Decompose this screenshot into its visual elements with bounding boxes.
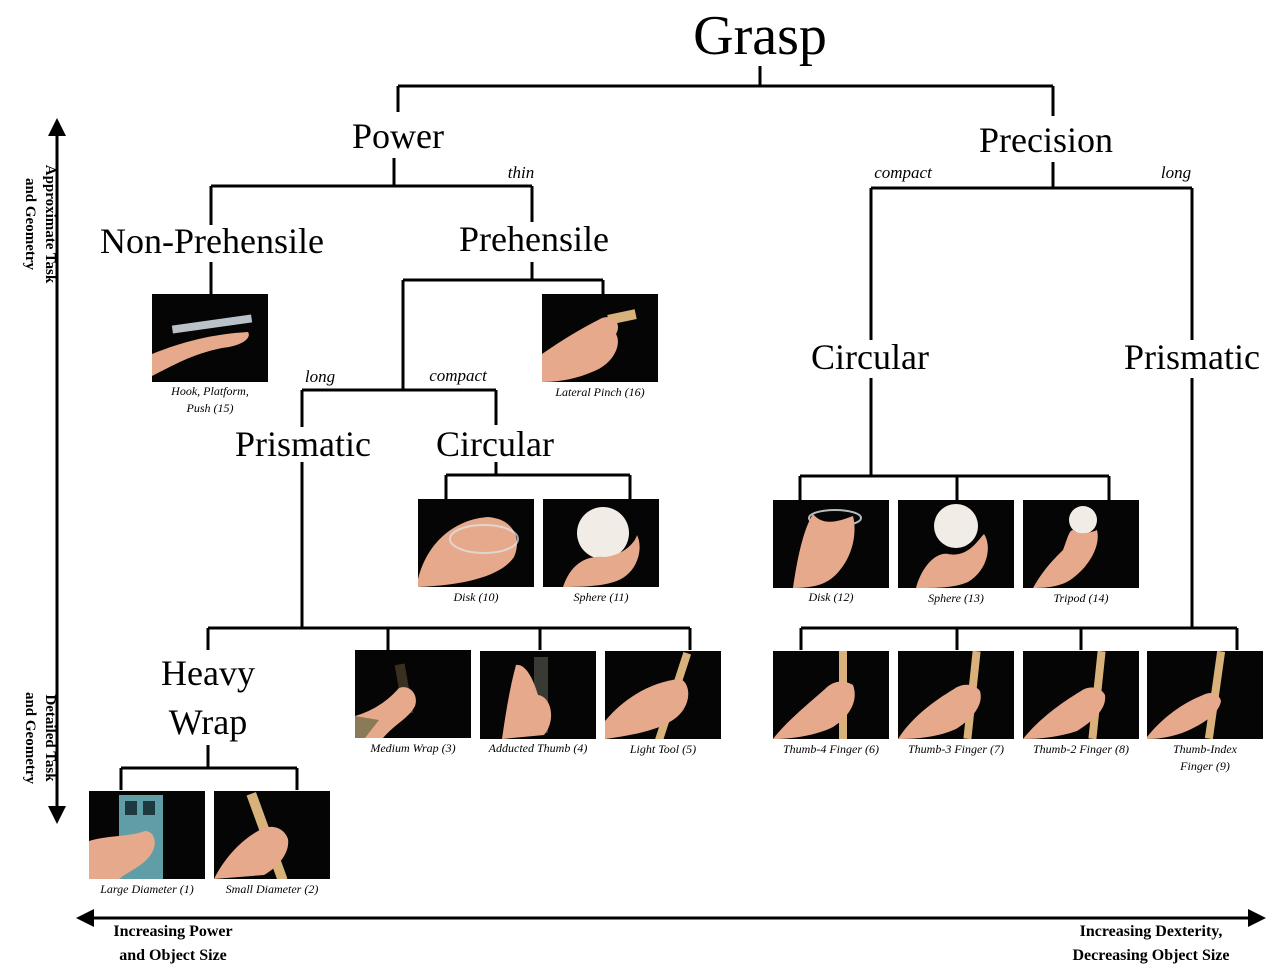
grasp-photo-13 (898, 500, 1014, 588)
grasp-photo-2 (214, 791, 330, 879)
axis-label-dexterity: Increasing Dexterity,Decreasing Object S… (1046, 920, 1256, 968)
edge-label-thin: thin (508, 163, 534, 183)
edge-label-long: long (305, 367, 335, 387)
grasp-photo-4 (480, 651, 596, 739)
grasp-photo-1 (89, 791, 205, 879)
grasp-caption-3: Medium Wrap (3) (343, 740, 483, 757)
node-heavy-wrap-line2: Wrap (169, 704, 248, 740)
node-non-prehensile: Non-Prehensile (100, 223, 324, 259)
grasp-caption-1: Large Diameter (1) (77, 881, 217, 898)
grasp-caption-4: Adducted Thumb (4) (468, 740, 608, 757)
node-power-prismatic: Prismatic (235, 426, 371, 462)
grasp-photo-10 (418, 499, 534, 587)
node-precision-prismatic: Prismatic (1124, 339, 1260, 375)
grasp-caption-8: Thumb-2 Finger (8) (1011, 741, 1151, 758)
grasp-caption-15: Hook, Platform,Push (15) (140, 383, 280, 417)
grasp-caption-2: Small Diameter (2) (202, 881, 342, 898)
node-prehensile: Prehensile (459, 221, 609, 257)
edge-label-compact: compact (429, 366, 487, 386)
grasp-photo-15 (152, 294, 268, 382)
grasp-caption-6: Thumb-4 Finger (6) (761, 741, 901, 758)
grasp-photo-5 (605, 651, 721, 739)
grasp-caption-12: Disk (12) (761, 589, 901, 606)
grasp-photo-14 (1023, 500, 1139, 588)
node-heavy-wrap-line1: Heavy (161, 655, 255, 691)
grasp-photo-7 (898, 651, 1014, 739)
node-precision: Precision (979, 122, 1113, 158)
grasp-photo-16 (542, 294, 658, 382)
grasp-photo-6 (773, 651, 889, 739)
node-precision-circular: Circular (811, 339, 929, 375)
grasp-photo-12 (773, 500, 889, 588)
grasp-caption-11: Sphere (11) (531, 589, 671, 606)
grasp-photo-11 (543, 499, 659, 587)
grasp-caption-10: Disk (10) (406, 589, 546, 606)
grasp-caption-7: Thumb-3 Finger (7) (886, 741, 1026, 758)
grasp-photo-3 (355, 650, 471, 738)
grasp-caption-13: Sphere (13) (886, 590, 1026, 607)
grasp-caption-14: Tripod (14) (1011, 590, 1151, 607)
arrow-up-icon (48, 118, 66, 136)
edge-label-long: long (1161, 163, 1191, 183)
grasp-caption-5: Light Tool (5) (593, 741, 733, 758)
node-power-circular: Circular (436, 426, 554, 462)
edge-label-compact: compact (874, 163, 932, 183)
grasp-caption-16: Lateral Pinch (16) (530, 384, 670, 401)
root-node-grasp: Grasp (693, 8, 827, 64)
node-power: Power (352, 118, 444, 154)
grasp-photo-9 (1147, 651, 1263, 739)
grasp-photo-8 (1023, 651, 1139, 739)
